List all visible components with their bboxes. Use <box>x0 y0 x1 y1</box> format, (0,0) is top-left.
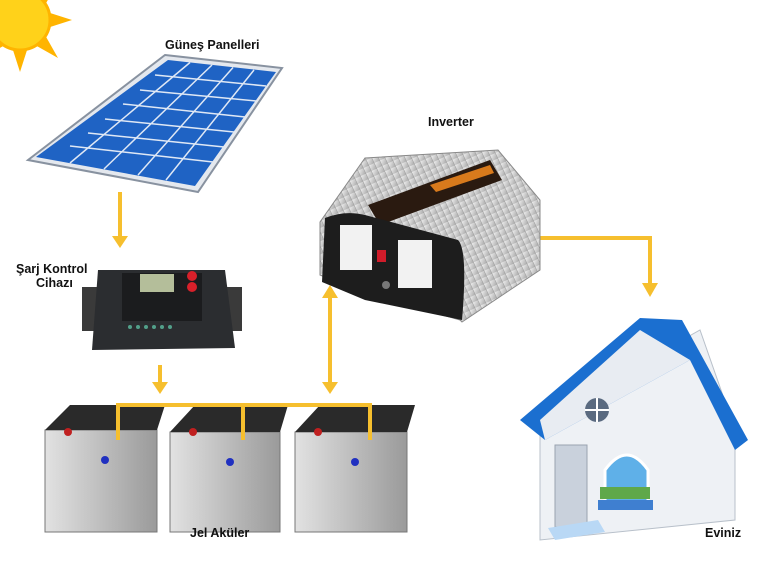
arrow-down-icon <box>642 283 658 297</box>
battery-3 <box>294 405 415 533</box>
sun-icon <box>0 0 72 72</box>
arrow-down-icon <box>112 236 128 248</box>
inverter-label: Inverter <box>428 115 474 129</box>
solar-panel-image <box>25 53 284 194</box>
arrow-up-icon <box>322 285 338 298</box>
home-label: Eviniz <box>705 526 742 540</box>
batteries-label: Jel Aküler <box>190 526 250 540</box>
controller-label-line1: Şarj Kontrol <box>16 262 88 276</box>
arrow-down-icon <box>152 382 168 394</box>
house-image <box>520 318 748 541</box>
charge-controller-image <box>82 270 242 350</box>
battery-1 <box>44 405 165 533</box>
battery-2 <box>169 405 288 533</box>
arrow-heads <box>112 236 658 394</box>
arrow-down-icon <box>322 382 338 394</box>
solar-panels-label: Güneş Panelleri <box>165 38 260 52</box>
controller-label-line2: Cihazı <box>36 276 73 290</box>
inverter-image <box>319 149 541 323</box>
battery-bank-image <box>44 403 415 533</box>
